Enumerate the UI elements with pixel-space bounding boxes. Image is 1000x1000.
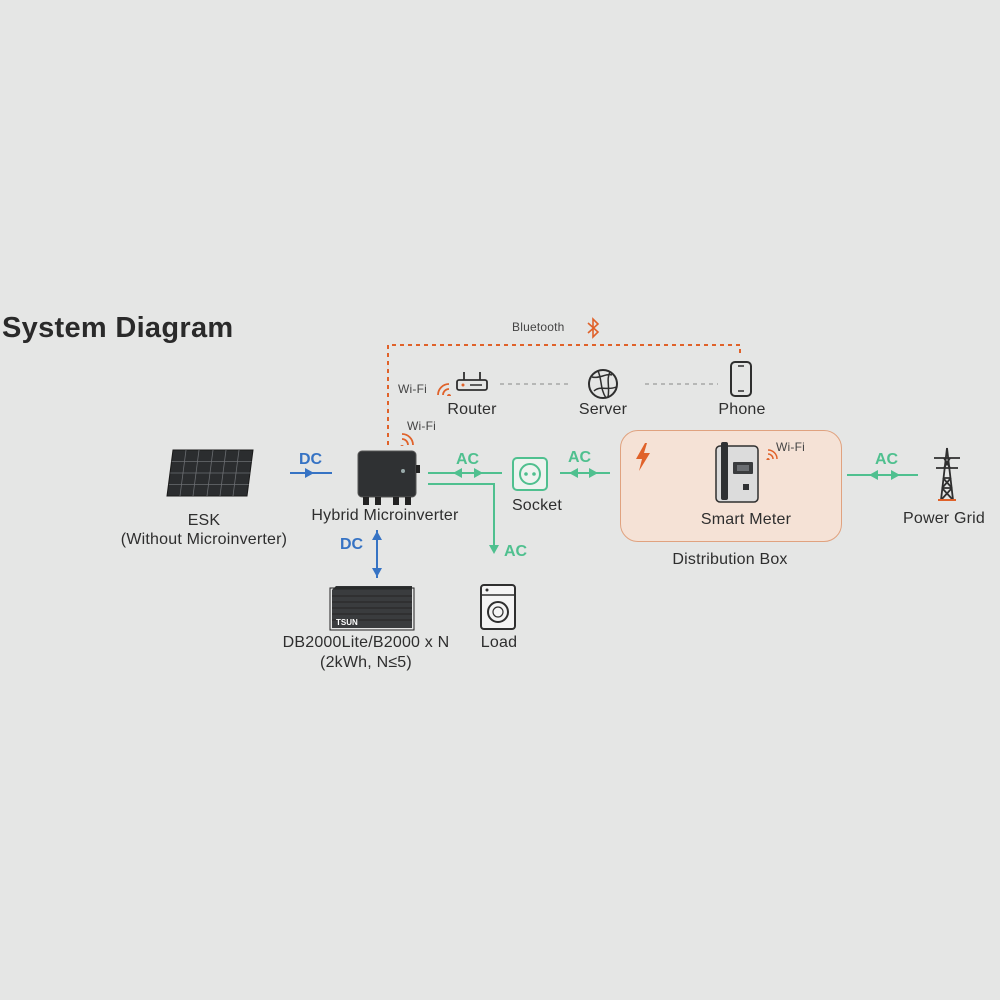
ac-line-box [560,468,610,478]
ac-line-grid [847,470,918,480]
ac-line-load [428,483,499,554]
ac-tag-load: AC [504,543,528,560]
wifi-label-meter: Wi-Fi [776,440,805,454]
ac-tag-socket: AC [456,451,480,468]
dc-tag-battery: DC [340,536,364,553]
distribution-box-label: Distribution Box [672,551,788,568]
battery-sublabel: (2kWh, N≤5) [320,654,412,671]
inverter-label: Hybrid Microinverter [311,507,459,524]
socket-icon [512,457,548,491]
dc-line-esk [290,468,332,478]
bluetooth-label: Bluetooth [512,320,565,334]
esk-sublabel: (Without Microinverter) [120,531,288,548]
wifi-icon-router [437,383,451,396]
microinverter-icon [357,450,420,505]
wifi-icon-inverter [400,433,414,446]
load-label: Load [480,634,518,651]
dc-line-battery [372,530,382,578]
socket-label: Socket [511,497,563,514]
wifi-label-inverter: Wi-Fi [407,419,436,433]
battery-icon [329,586,415,631]
router-label: Router [447,401,497,418]
ac-line-socket [428,468,502,478]
phone-label: Phone [718,401,766,418]
wifi-label-router: Wi-Fi [398,382,427,396]
ac-tag-box: AC [568,449,592,466]
washing-machine-icon [480,584,516,630]
battery-brand: TSUN [336,618,358,627]
ac-tag-grid: AC [875,451,899,468]
power-grid-label: Power Grid [902,510,986,527]
smart-meter-label: Smart Meter [700,511,792,528]
page-title: System Diagram [2,312,234,344]
bluetooth-link [387,344,741,445]
smart-meter-icon [715,442,759,503]
wifi-icon-meter [766,449,778,460]
phone-icon [730,361,752,397]
esk-label: ESK [187,512,221,529]
bluetooth-icon [587,317,600,339]
transmission-tower-icon [934,447,960,501]
server-label: Server [578,401,628,418]
dc-tag-esk: DC [299,451,323,468]
battery-label: DB2000Lite/B2000 x N [282,634,450,651]
router-icon [456,372,488,391]
solar-panel-icon [166,449,254,497]
lightning-icon [636,443,650,471]
globe-icon [588,369,618,399]
